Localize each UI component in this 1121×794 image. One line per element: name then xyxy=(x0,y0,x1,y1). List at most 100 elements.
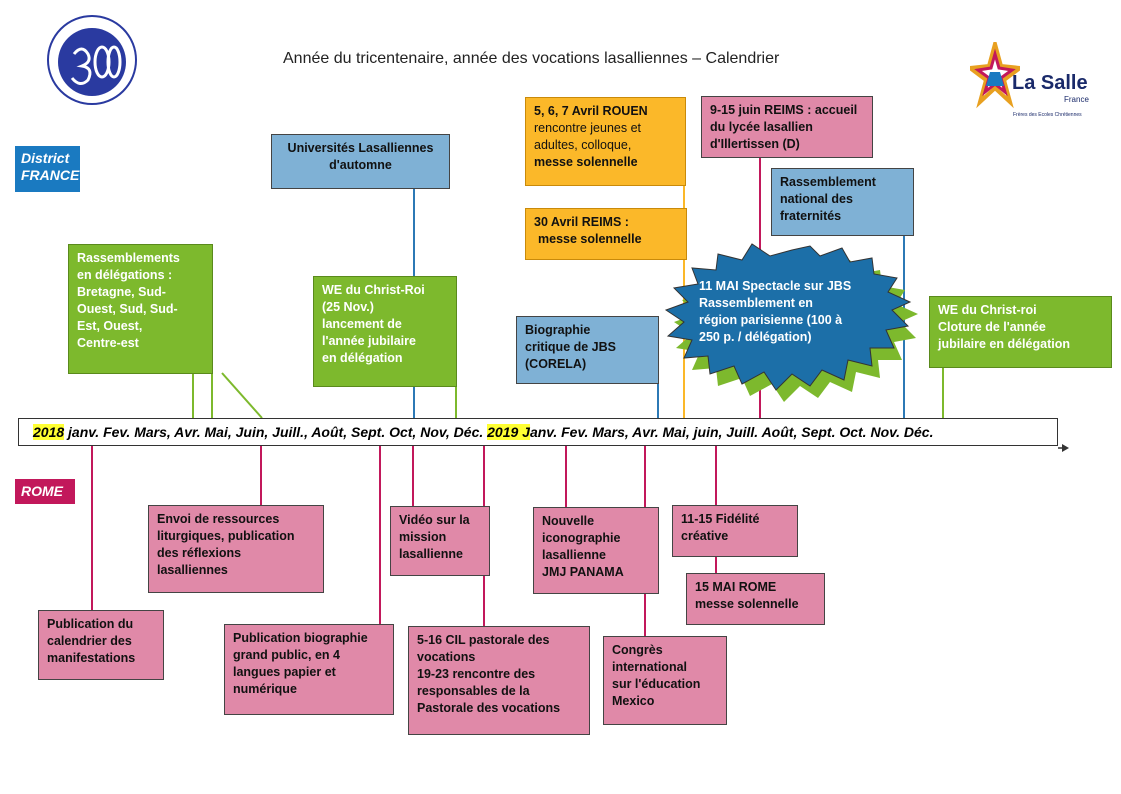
fraternites-line-3: fraternités xyxy=(780,209,842,223)
rassemblements-box: Rassemblements en délégations : Bretagne… xyxy=(68,244,213,374)
reims-juin-box: 9-15 juin REIMS : accueil du lycée lasal… xyxy=(701,96,873,158)
rouen-line-2: adultes, colloque, xyxy=(534,138,632,152)
universites-box: Universités Lasalliennes d'automne xyxy=(271,134,450,189)
envoi-line-3: des réflexions xyxy=(157,546,242,560)
rouen-title: 5, 6, 7 Avril ROUEN xyxy=(534,104,648,118)
universites-line-2: d'automne xyxy=(329,158,392,172)
biographie-line-1: Biographie xyxy=(525,323,591,337)
envoi-box: Envoi de ressources liturgiques, publica… xyxy=(148,505,324,593)
reims-juin-line-2: du lycée lasallien xyxy=(710,120,813,134)
cil-line-1: 5-16 CIL pastorale des xyxy=(417,633,550,647)
cil-box: 5-16 CIL pastorale des vocations 19-23 r… xyxy=(408,626,590,735)
iconographie-line-2: iconographie xyxy=(542,531,621,545)
fidelite-box: 11-15 Fidélité créative xyxy=(672,505,798,557)
cloture-line-3: jubilaire en délégation xyxy=(938,337,1070,351)
rouen-box: 5, 6, 7 Avril ROUEN rencontre jeunes et … xyxy=(525,97,686,186)
cil-line-5: Pastorale des vocations xyxy=(417,701,561,715)
bio-grand-public-line-2: grand public, en 4 xyxy=(233,648,340,662)
christ-roi-box: WE du Christ-Roi (25 Nov.) lancement de … xyxy=(313,276,457,387)
envoi-line-2: liturgiques, publication xyxy=(157,529,295,543)
spectacle-line-2: Rassemblement en xyxy=(699,296,813,310)
lasalle-logo-sub: France xyxy=(1064,95,1089,104)
reims-juin-line-1: 9-15 juin REIMS : accueil xyxy=(710,103,858,117)
biographie-box: Biographie critique de JBS (CORELA) xyxy=(516,316,659,384)
spectacle-line-3: région parisienne (100 à xyxy=(699,313,843,327)
spectacle-line-1: 11 MAI Spectacle sur JBS xyxy=(699,279,852,293)
rassemblements-line-1: Rassemblements xyxy=(77,251,180,265)
reims-avril-line-1: 30 Avril REIMS : xyxy=(534,215,629,229)
christ-roi-line-3: lancement de xyxy=(322,317,402,331)
congres-line-2: international xyxy=(612,660,688,674)
lasalle-logo-tagline: Frères des Ecoles Chrétiennes xyxy=(1013,112,1082,118)
reims-avril-line-2: messe solennelle xyxy=(538,232,642,246)
connector-rassemblements-3 xyxy=(221,372,263,419)
timeline-year-2018: 2018 xyxy=(33,424,65,440)
spectacle-text: 11 MAI Spectacle sur JBS Rassemblement e… xyxy=(699,278,899,346)
calendrier-line-3: manifestations xyxy=(47,651,136,665)
rassemblements-line-6: Centre-est xyxy=(77,336,139,350)
christ-roi-line-5: en délégation xyxy=(322,351,403,365)
timeline-months-2019: anv. Fev. Mars, Avr. Mai, juin, Juill. A… xyxy=(529,424,934,440)
iconographie-line-3: lasallienne xyxy=(542,548,606,562)
cloture-box: WE du Christ-roi Cloture de l'année jubi… xyxy=(929,296,1112,368)
rassemblements-line-5: Est, Ouest, xyxy=(77,319,143,333)
reims-avril-box: 30 Avril REIMS : messe solennelle xyxy=(525,208,687,260)
iconographie-line-4: JMJ PANAMA xyxy=(542,565,624,579)
cil-line-4: responsables de la xyxy=(417,684,530,698)
iconographie-line-1: Nouvelle xyxy=(542,514,595,528)
bio-grand-public-line-4: numérique xyxy=(233,682,297,696)
rome-mai-box: 15 MAI ROME messe solennelle xyxy=(686,573,825,625)
rome-mai-line-2: messe solennelle xyxy=(695,597,799,611)
iconographie-box: Nouvelle iconographie lasallienne JMJ PA… xyxy=(533,507,659,594)
district-tag-line-2: FRANCE xyxy=(21,167,80,183)
fraternites-line-1: Rassemblement xyxy=(780,175,876,189)
video-line-1: Vidéo sur la xyxy=(399,513,470,527)
page-title: Année du tricentenaire, année des vocati… xyxy=(283,50,780,67)
christ-roi-line-2: (25 Nov.) xyxy=(322,300,374,314)
fidelite-line-2: créative xyxy=(681,529,729,543)
timeline-months-2018: janv. Fev. Mars, Avr. Mai, Juin, Juill.,… xyxy=(64,424,488,440)
universites-line-1: Universités Lasalliennes xyxy=(287,141,434,155)
congres-line-1: Congrès xyxy=(612,643,663,657)
envoi-line-1: Envoi de ressources xyxy=(157,512,280,526)
congres-line-4: Mexico xyxy=(612,694,655,708)
rassemblements-line-2: en délégations : xyxy=(77,268,173,282)
video-line-2: mission xyxy=(399,530,447,544)
starburst xyxy=(664,243,912,391)
cloture-line-1: WE du Christ-roi xyxy=(938,303,1037,317)
cloture-line-2: Cloture de l'année xyxy=(938,320,1046,334)
biographie-line-2: critique de JBS xyxy=(525,340,616,354)
rassemblements-line-3: Bretagne, Sud- xyxy=(77,285,166,299)
timeline-year-2019: 2019 J xyxy=(487,424,530,440)
rouen-line-1: rencontre jeunes et xyxy=(534,121,642,135)
fidelite-line-1: 11-15 Fidélité xyxy=(681,512,760,526)
rome-tag: ROME xyxy=(15,479,75,504)
christ-roi-line-4: l'année jubilaire xyxy=(322,334,416,348)
envoi-line-4: lasalliennes xyxy=(157,563,228,577)
reims-juin-line-3: d'Illertissen (D) xyxy=(710,137,800,151)
lasalle-logo: La Salle France Frères des Ecoles Chréti… xyxy=(970,42,1090,122)
bio-grand-public-line-1: Publication biographie xyxy=(233,631,368,645)
rouen-last: messe solennelle xyxy=(534,155,638,169)
video-box: Vidéo sur la mission lasallienne xyxy=(390,506,490,576)
christ-roi-line-1: WE du Christ-Roi xyxy=(322,283,425,297)
district-tag-line-1: District xyxy=(21,150,70,166)
bio-grand-public-line-3: langues papier et xyxy=(233,665,336,679)
calendrier-line-1: Publication du xyxy=(47,617,134,631)
video-line-3: lasallienne xyxy=(399,547,463,561)
congres-line-3: sur l'éducation xyxy=(612,677,701,691)
congres-box: Congrès international sur l'éducation Me… xyxy=(603,636,727,725)
rome-mai-line-1: 15 MAI ROME xyxy=(695,580,777,594)
biographie-line-3: (CORELA) xyxy=(525,357,587,371)
timeline-bar: 2018 janv. Fev. Mars, Avr. Mai, Juin, Ju… xyxy=(18,418,1058,446)
district-france-tag: District FRANCE xyxy=(15,146,80,192)
cil-line-2: vocations xyxy=(417,650,476,664)
fraternites-box: Rassemblement national des fraternités xyxy=(771,168,914,236)
rassemblements-line-4: Ouest, Sud, Sud- xyxy=(77,302,178,316)
cil-line-3: 19-23 rencontre des xyxy=(417,667,536,681)
spectacle-line-4: 250 p. / délégation) xyxy=(699,330,812,344)
lasalle-logo-name: La Salle xyxy=(1012,72,1088,94)
calendrier-line-2: calendrier des xyxy=(47,634,132,648)
bio-grand-public-box: Publication biographie grand public, en … xyxy=(224,624,394,715)
